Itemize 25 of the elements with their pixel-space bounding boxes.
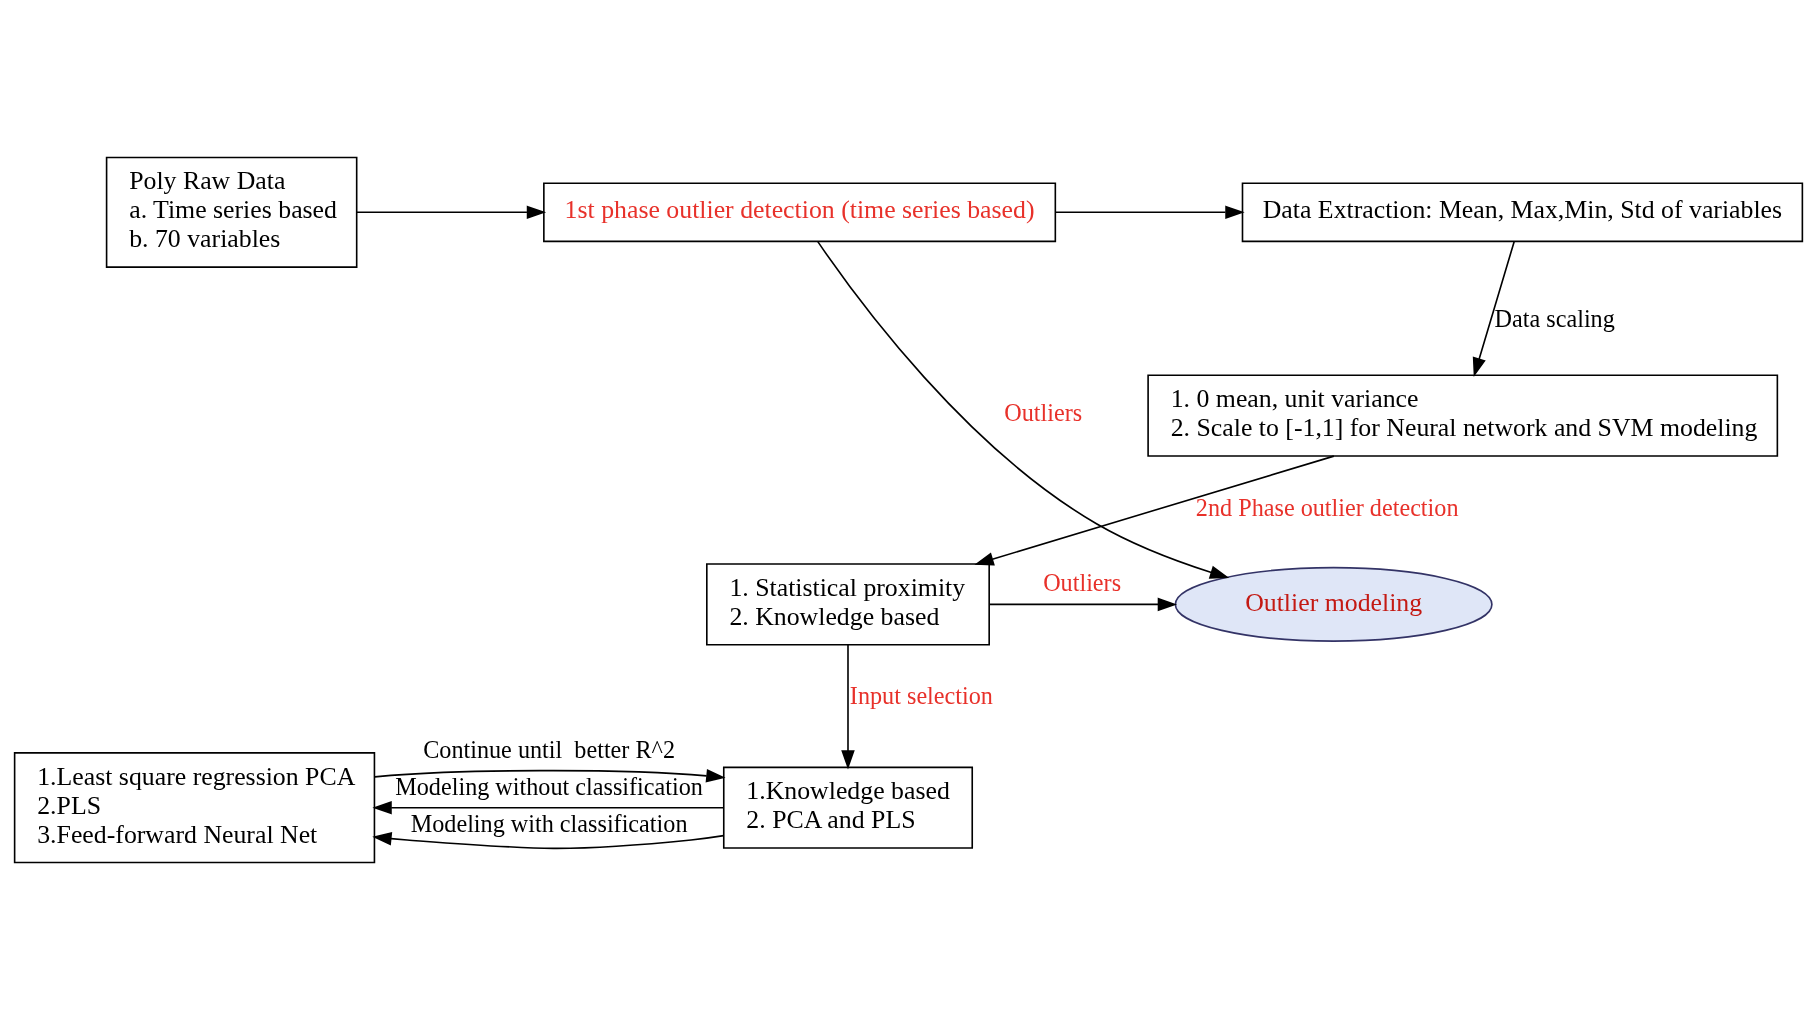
edge-label: Outliers	[1004, 399, 1083, 427]
arrow	[817, 240, 1230, 579]
arrow	[1055, 205, 1245, 220]
arrow	[1472, 240, 1515, 378]
node-box: 1.Knowledge based 2. PCA and PLS	[722, 766, 974, 849]
arrow	[373, 769, 726, 783]
arrow	[372, 800, 725, 815]
arrow	[988, 597, 1178, 612]
edge-label: Modeling without classification	[395, 772, 703, 800]
node-box: 1. Statistical proximity 2. Knowledge based	[706, 563, 990, 646]
node-box: 1.Least square regression PCA 2.PLS 3.Feed-forward Neural Net	[13, 752, 376, 864]
node-box: Poly Raw Data a. Time series based b. 70 variables	[105, 156, 358, 268]
arrow	[356, 205, 547, 220]
node-box: 1st phase outlier detection (time series based)	[543, 182, 1057, 243]
node-box: Data Extraction: Mean, Max,Min, Std of variables	[1241, 182, 1804, 243]
edge-label: Outliers	[1043, 569, 1122, 597]
arrow	[974, 455, 1335, 566]
node-box: 1. 0 mean, unit variance 2. Scale to [-1,1] for Neural network and SVM modeling	[1147, 374, 1779, 457]
edge-label: Data scaling	[1494, 304, 1615, 332]
edge-label: Input selection	[849, 682, 993, 710]
edge-label: Modeling with classification	[410, 809, 688, 837]
arrow	[372, 831, 725, 850]
arrow	[841, 644, 855, 770]
edge-label: 2nd Phase outlier detection	[1195, 493, 1459, 521]
edge-label: Continue until better R^2	[423, 735, 676, 763]
